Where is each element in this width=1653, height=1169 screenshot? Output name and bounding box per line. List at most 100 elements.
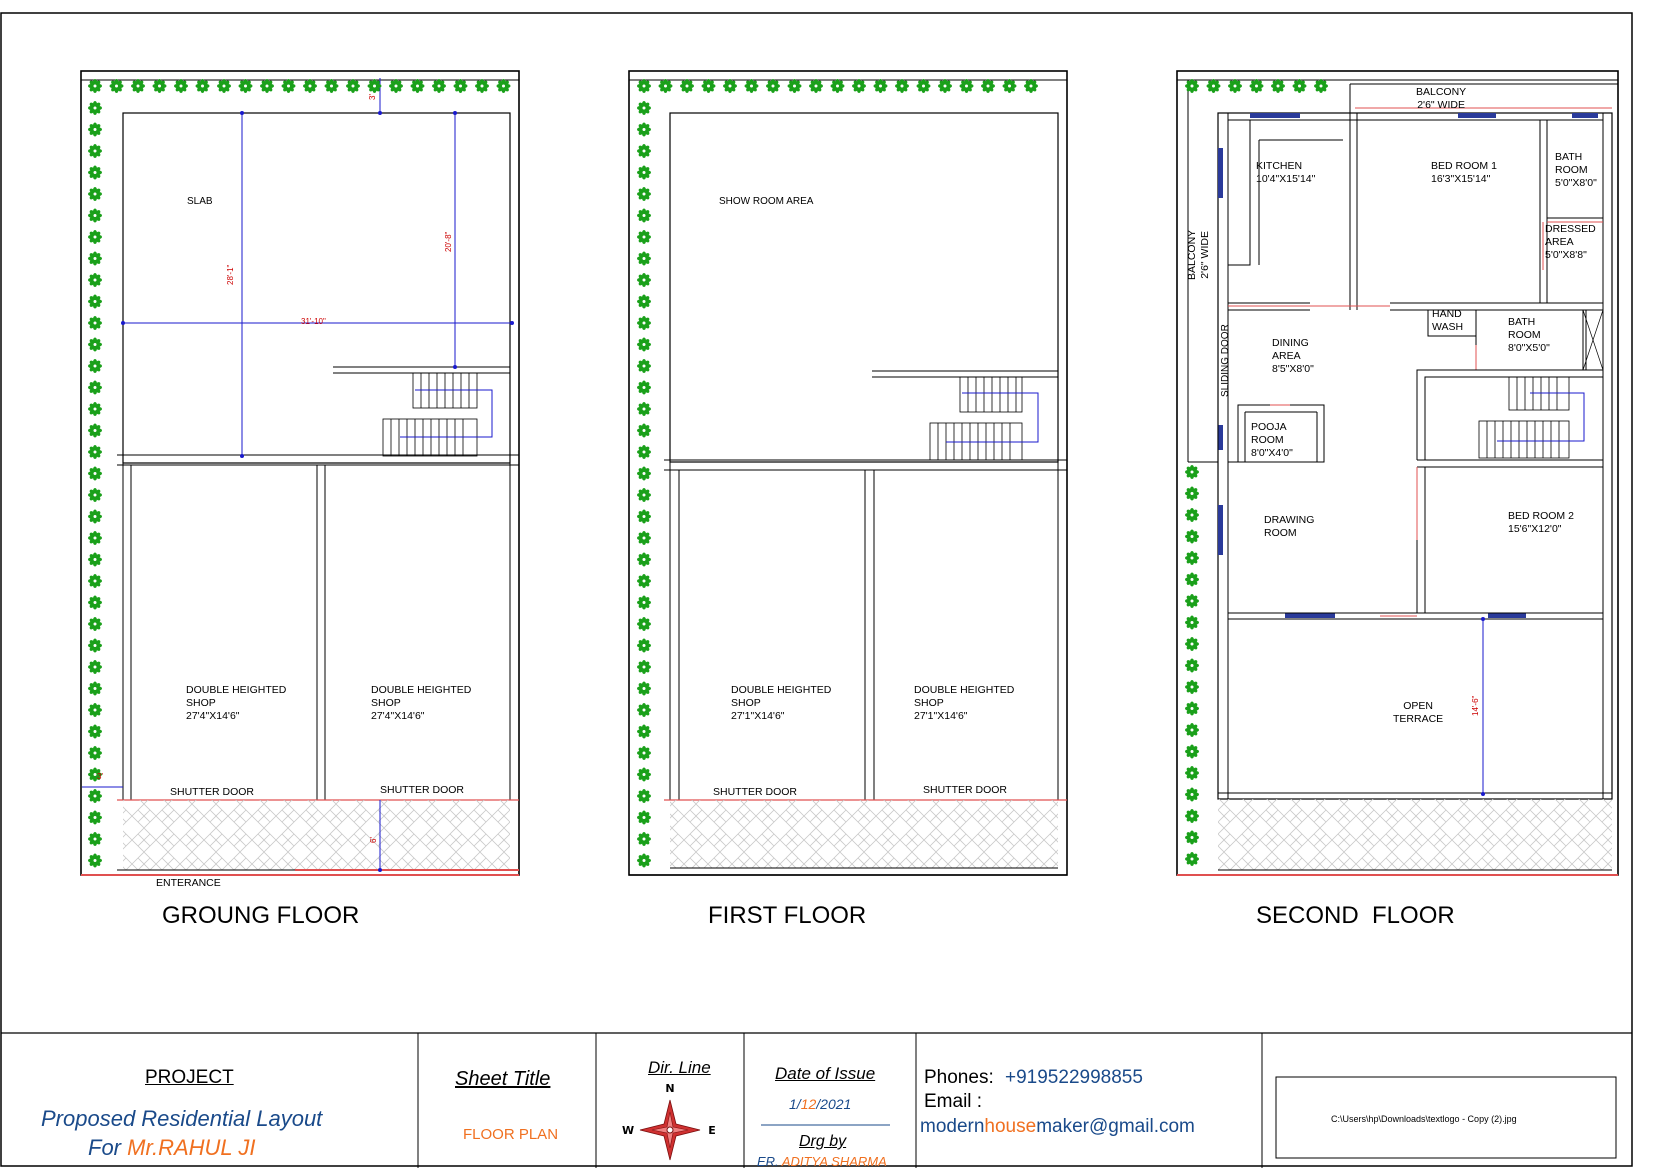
dim-setback-top: 3' bbox=[368, 94, 377, 100]
tree-icon bbox=[88, 531, 102, 545]
tree-icon bbox=[1185, 830, 1199, 845]
tree-icon bbox=[88, 101, 102, 115]
compass-icon: N W E S bbox=[622, 1082, 716, 1168]
email-link[interactable]: modernhousemaker@gmail.com bbox=[920, 1116, 1195, 1137]
tree-icon bbox=[303, 79, 317, 93]
tree-icon bbox=[938, 79, 952, 93]
tree-icon bbox=[88, 359, 102, 373]
tree-icon bbox=[637, 380, 651, 395]
tree-icon bbox=[367, 79, 382, 93]
tree-icon bbox=[88, 122, 102, 137]
tree-icon bbox=[1185, 809, 1199, 823]
ground-paving bbox=[123, 800, 510, 870]
tree-icon bbox=[109, 79, 124, 93]
tree-icon bbox=[637, 660, 651, 674]
tree-icon bbox=[88, 853, 102, 868]
second-paving bbox=[1218, 799, 1612, 870]
tree-icon bbox=[1185, 486, 1199, 501]
tree-icon bbox=[281, 79, 296, 93]
tree-icon bbox=[88, 466, 102, 481]
tree-icon bbox=[637, 488, 651, 502]
tree-icon bbox=[637, 617, 651, 631]
issue-date: 1/12/2021 bbox=[789, 1096, 852, 1112]
entrance-label: ENTERANCE bbox=[156, 877, 221, 889]
tree-icon bbox=[701, 79, 716, 93]
ground-floor-title: GROUNG FLOOR bbox=[162, 902, 360, 929]
tree-icon bbox=[637, 208, 651, 223]
tree-icon bbox=[346, 79, 360, 93]
email-label: Email : bbox=[924, 1091, 983, 1112]
tree-icon bbox=[637, 187, 651, 201]
date-label: Date of Issue bbox=[775, 1064, 876, 1083]
tree-icon bbox=[637, 122, 651, 137]
tree-icon bbox=[637, 724, 651, 739]
tree-icon bbox=[88, 552, 102, 567]
tree-icon bbox=[88, 165, 102, 180]
tree-icon bbox=[453, 79, 468, 93]
tree-icon bbox=[830, 79, 845, 93]
tree-icon bbox=[88, 509, 102, 524]
tree-icon bbox=[88, 832, 102, 846]
dim-width: 31'-10" bbox=[301, 317, 326, 326]
tree-icon bbox=[637, 595, 651, 610]
tree-icon bbox=[637, 746, 651, 760]
tree-icon bbox=[389, 79, 403, 93]
tree-icon bbox=[637, 531, 651, 545]
tree-icon bbox=[637, 810, 651, 825]
tree-icon bbox=[1185, 594, 1199, 608]
tree-icon bbox=[766, 79, 780, 93]
tree-icon bbox=[658, 79, 673, 93]
tree-icon bbox=[410, 79, 425, 93]
tree-icon bbox=[88, 810, 102, 825]
ground-floor-plan bbox=[80, 70, 520, 876]
phones: Phones: +919522998855 bbox=[924, 1067, 1143, 1088]
tree-icon bbox=[88, 488, 102, 502]
tree-icon bbox=[1185, 766, 1199, 780]
dim-stair-offset: 20'-8" bbox=[444, 231, 453, 252]
tree-icon bbox=[981, 79, 995, 93]
tree-icon bbox=[88, 445, 102, 459]
tree-icon bbox=[916, 79, 931, 93]
svg-text:W: W bbox=[622, 1124, 634, 1137]
tree-icon bbox=[152, 79, 167, 93]
tree-icon bbox=[238, 79, 253, 93]
tree-icon bbox=[637, 144, 651, 158]
tree-icon bbox=[637, 832, 651, 846]
sheet-title-label: Sheet Title bbox=[455, 1068, 551, 1090]
dim-side-margin: 3' bbox=[97, 772, 103, 781]
dim-front-margin: 6' bbox=[369, 837, 378, 843]
tree-icon bbox=[1024, 79, 1038, 93]
tree-icon bbox=[1185, 465, 1199, 479]
tree-icon bbox=[1185, 787, 1199, 802]
tree-icon bbox=[744, 79, 759, 93]
tree-icon bbox=[1185, 572, 1199, 587]
svg-text:N: N bbox=[665, 1082, 674, 1095]
tree-icon bbox=[1185, 723, 1199, 737]
tree-icon bbox=[88, 724, 102, 739]
svg-text:S: S bbox=[666, 1166, 674, 1168]
tree-icon bbox=[637, 681, 651, 696]
tree-icon bbox=[1228, 79, 1242, 93]
logo-placeholder: C:\Users\hp\Downloads\textlogo - Copy (2… bbox=[1331, 1114, 1517, 1124]
drg-label: Drg by bbox=[799, 1133, 847, 1150]
tree-icon bbox=[637, 79, 651, 93]
tree-icon bbox=[324, 79, 339, 93]
tree-icon bbox=[88, 187, 102, 201]
tree-icon bbox=[1206, 79, 1221, 93]
tree-icon bbox=[217, 79, 231, 93]
tree-icon bbox=[637, 230, 651, 244]
project-title: Proposed Residential Layout bbox=[41, 1106, 323, 1131]
phone-link[interactable]: +919522998855 bbox=[1005, 1067, 1143, 1088]
tree-icon bbox=[637, 359, 651, 373]
tree-icon bbox=[852, 79, 866, 93]
